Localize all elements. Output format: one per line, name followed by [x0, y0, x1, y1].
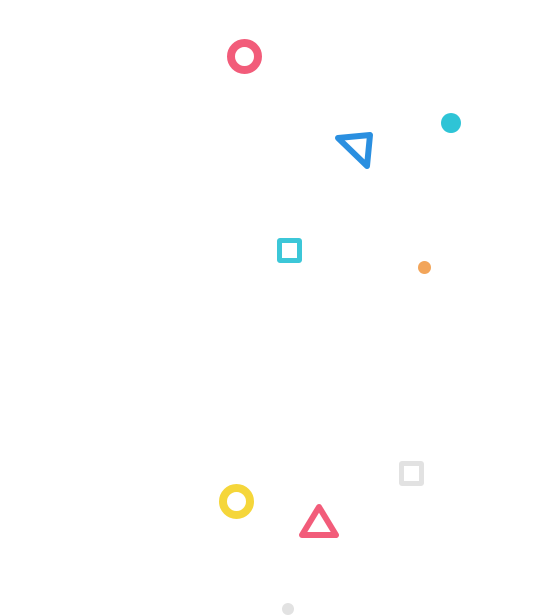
- ring-shape-yellow: [219, 484, 254, 519]
- triangle-outline-shape-blue: [335, 132, 373, 169]
- dot-shape-gray: [282, 603, 294, 615]
- dot-shape-orange: [418, 261, 431, 274]
- square-outline-shape-gray: [399, 461, 424, 486]
- square-outline-shape-teal: [277, 238, 302, 263]
- ring-shape-pink: [227, 39, 262, 74]
- dot-shape-cyan: [441, 113, 461, 133]
- triangle-outline-shape-pink: [299, 504, 339, 538]
